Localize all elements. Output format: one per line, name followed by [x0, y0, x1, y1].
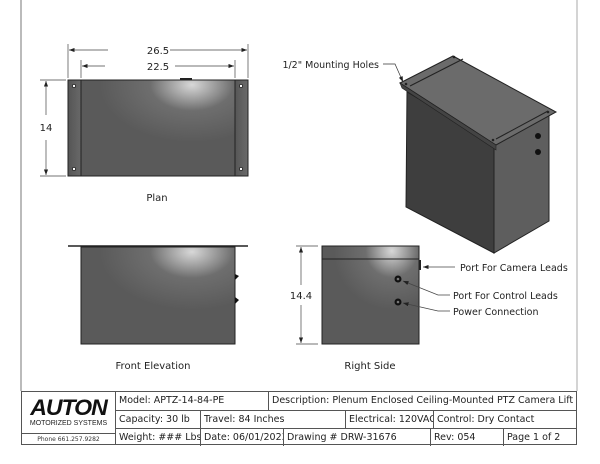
- plan-dim-height: 14: [40, 123, 53, 134]
- plan-dim-outer: 26.5: [147, 46, 169, 57]
- phone-number: Phone 661.257.9282: [22, 433, 115, 445]
- page-cell: Page 1 of 2: [507, 432, 561, 443]
- logo-brand: AUTON: [30, 395, 108, 420]
- right-side-label: Right Side: [344, 361, 395, 372]
- callout-camera-leads: Port For Camera Leads: [460, 263, 568, 274]
- travel-cell: Travel: 84 Inches: [201, 411, 346, 429]
- plan-view: 26.5 22.5 14 Plan: [40, 44, 249, 204]
- electrical-cell: Electrical: 120VAC 2AMP: [346, 411, 434, 429]
- mounting-holes-label: 1/2" Mounting Holes: [282, 60, 379, 71]
- drawing-number-cell: Drawing # DRW-31676: [284, 429, 431, 446]
- title-block: AUTON MOTORIZED SYSTEMS Phone 661.257.92…: [21, 391, 577, 446]
- plan-label: Plan: [146, 193, 167, 204]
- right-side-dim-height: 14.4: [290, 291, 312, 302]
- capacity-cell: Capacity: 30 lb: [116, 411, 201, 429]
- callout-control-leads: Port For Control Leads: [453, 291, 558, 302]
- logo-tagline: MOTORIZED SYSTEMS: [29, 420, 108, 427]
- plan-dimensions: [40, 44, 249, 177]
- front-elevation-label: Front Elevation: [116, 361, 191, 372]
- control-cell: Control: Dry Contact: [437, 414, 535, 425]
- company-logo: AUTON MOTORIZED SYSTEMS Phone 661.257.92…: [22, 392, 116, 445]
- page-frame: [20, 0, 578, 391]
- description-cell: Description: Plenum Enclosed Ceiling-Mou…: [272, 395, 574, 406]
- right-side-view: 14.4 Port For Camera Leads Port For Cont…: [290, 245, 568, 372]
- date-cell: Date: 06/01/2023: [201, 429, 284, 446]
- isometric-view: 1/2" Mounting Holes: [282, 55, 558, 254]
- mounting-holes: [72, 84, 243, 171]
- weight-cell: Weight: ### Lbs.: [116, 429, 201, 446]
- model-cell: Model: APTZ-14-84-PE: [116, 392, 269, 410]
- callout-power-connection: Power Connection: [453, 307, 539, 318]
- front-elevation-view: Front Elevation: [68, 245, 248, 372]
- plan-dim-inner: 22.5: [147, 62, 169, 73]
- rev-cell: Rev: 054: [431, 429, 504, 446]
